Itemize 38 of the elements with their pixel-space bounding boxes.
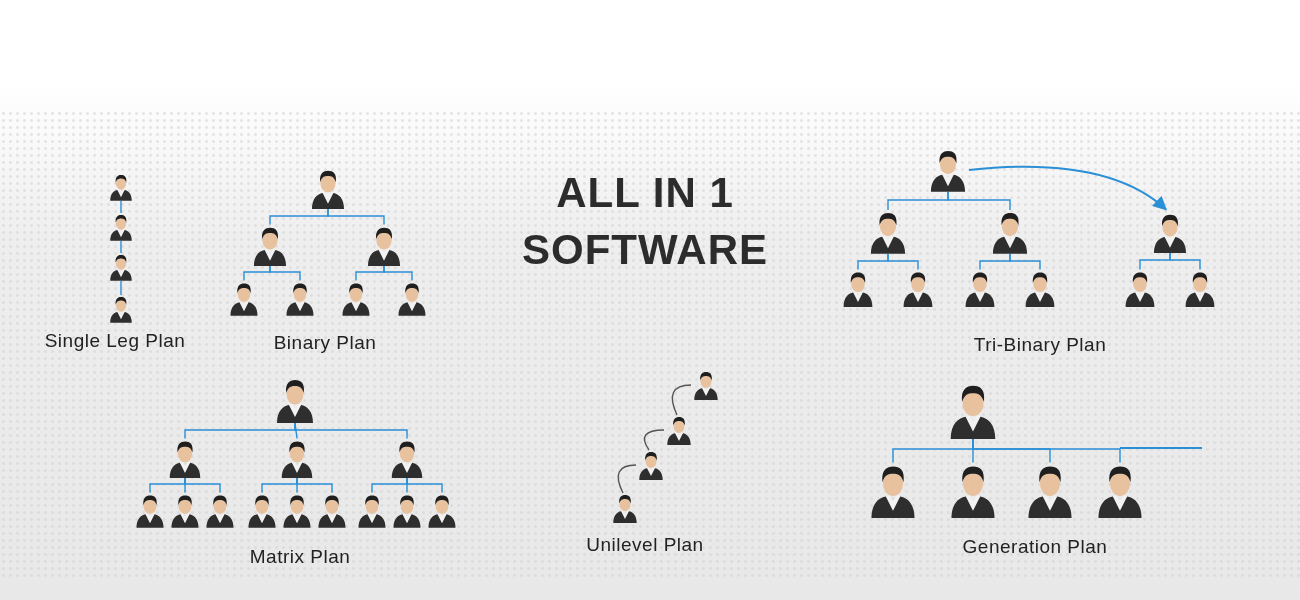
person-icon xyxy=(109,173,133,201)
connector-line xyxy=(184,476,221,494)
connector-line xyxy=(383,264,413,282)
person-icon xyxy=(638,450,664,480)
connector-line xyxy=(643,429,665,451)
connector-line xyxy=(120,200,122,214)
person-icon xyxy=(109,253,133,281)
person-icon xyxy=(109,213,133,241)
connector-line xyxy=(1169,251,1201,271)
connector-line xyxy=(972,437,1121,464)
arrow xyxy=(968,165,1168,211)
connector-line xyxy=(887,253,919,271)
person-icon xyxy=(666,415,692,445)
plan-label: Binary Plan xyxy=(273,332,377,354)
connector-line xyxy=(120,240,122,254)
plan-label: Matrix Plan xyxy=(249,546,351,568)
person-icon xyxy=(612,493,638,523)
connector-line xyxy=(406,476,443,494)
connector-line xyxy=(294,422,408,440)
person-icon xyxy=(991,210,1029,254)
plan-label: Unilevel Plan xyxy=(586,534,704,556)
person-icon xyxy=(869,210,907,254)
person-icon xyxy=(693,370,719,400)
person-icon xyxy=(109,295,133,323)
connector-line xyxy=(269,264,301,282)
plan-label: Single Leg Plan xyxy=(44,330,186,352)
connector-line xyxy=(327,207,385,226)
plan-label: Generation Plan xyxy=(962,536,1108,558)
person-icon xyxy=(929,148,967,192)
connector-line xyxy=(120,280,122,296)
plan-label: Tri-Binary Plan xyxy=(973,334,1107,356)
connector-line xyxy=(617,464,637,494)
title: ALL IN 1 SOFTWARE xyxy=(521,168,769,275)
person-icon xyxy=(275,377,315,423)
connector-line xyxy=(671,384,692,416)
connector-line xyxy=(1009,253,1041,271)
connector-line xyxy=(947,191,1011,211)
connector-line xyxy=(296,476,333,494)
